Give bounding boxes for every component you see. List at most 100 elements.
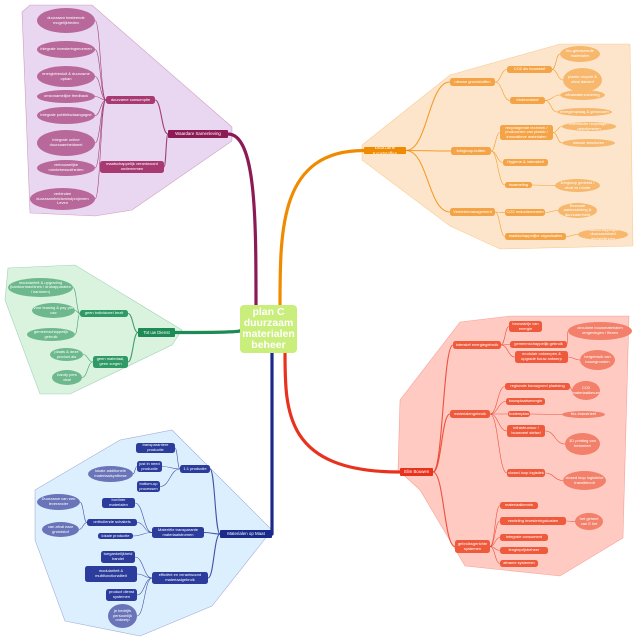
subtopic[interactable]: Verbetermanagement xyxy=(450,208,495,216)
subtopic[interactable]: intensief energiegebruik xyxy=(453,341,501,349)
subtopic[interactable]: maatschappelijk verantwoord ondernemen xyxy=(100,161,164,173)
leaf-topic[interactable]: modulariteit & upgrading (kantoormachine… xyxy=(8,278,73,297)
subtopic[interactable]: integrale consument xyxy=(500,534,548,541)
leaf-topic[interactable]: het geheel van E lint xyxy=(575,513,603,530)
subtopic[interactable]: materiaalkennis xyxy=(500,502,538,509)
subtopic[interactable]: modulariteit & multifunctionaliteit xyxy=(85,566,137,582)
leaf-topic[interactable]: energieopslag & gebouwen xyxy=(557,108,612,116)
subtopic[interactable]: regionale bouwgrond plaatsing xyxy=(505,383,570,390)
subtopic[interactable]: bovliner materialen xyxy=(102,498,135,508)
topic-label: just in need productie xyxy=(139,461,160,471)
leaf-topic[interactable]: bio-industrieel xyxy=(562,411,605,418)
orange-main-topic[interactable]: Duurzame Kunststoffen xyxy=(364,147,406,154)
leaf-topic[interactable]: gemeenschappelijk gebruik xyxy=(27,328,75,341)
subtopic[interactable]: afname systemen xyxy=(500,560,538,567)
subtopic[interactable]: closed loop logistiek xyxy=(507,469,545,477)
red-connector xyxy=(489,505,501,547)
topic-label: 1:1 productie xyxy=(183,465,207,471)
subtopic[interactable]: maatschappelijke organisaties xyxy=(505,233,566,240)
red-connector xyxy=(489,386,506,415)
subtopic[interactable]: biobrandstof xyxy=(510,97,545,104)
subtopic[interactable]: bodemplan xyxy=(508,411,530,417)
subtopic[interactable]: gebruiksgerichte systemen xyxy=(455,540,490,553)
leaf-topic[interactable]: nieuwe structuren xyxy=(562,139,615,147)
leaf-topic[interactable]: energiebesluit & duurzame opkan xyxy=(37,66,95,87)
subtopic[interactable]: Materiële transparante materiaalstromen xyxy=(152,527,204,538)
leaf-topic[interactable]: circulaire bouwmaterialen omgevingen / f… xyxy=(568,322,632,340)
red-connector xyxy=(500,344,516,358)
subtopic[interactable]: bewustzijn van energie xyxy=(509,321,542,332)
leaf-topic[interactable]: plaats & deze product als xyxy=(50,348,83,361)
subtopic[interactable]: modulair ontwerpen & upgrade bouw ontwer… xyxy=(515,351,568,363)
orange-connector xyxy=(405,149,451,213)
subtopic[interactable]: efficiënt en verantwoord materiaalgebrui… xyxy=(152,572,208,584)
subtopic[interactable]: lokale productie xyxy=(98,533,133,539)
leaf-topic[interactable]: Bewuste aanbesteding & duurzaamheid xyxy=(558,203,597,218)
subtopic[interactable]: CO2 reductienormen xyxy=(505,209,545,216)
subtopic[interactable]: inzameling xyxy=(505,182,532,188)
subtopic[interactable]: onthullende schakels xyxy=(87,519,137,526)
subtopic[interactable]: recyclagende techniek / produceren van p… xyxy=(500,125,553,140)
orange-main-connector xyxy=(278,148,366,308)
subtopic[interactable]: bouwplaatsenergie xyxy=(506,398,545,405)
central-topic[interactable]: plan C duurzaam materialen beheer xyxy=(240,305,297,353)
purple-connector xyxy=(163,133,169,168)
leaf-topic[interactable]: closed loop logistieke transitieunit xyxy=(563,471,606,490)
purple-main-topic[interactable]: Waardare Samenleving xyxy=(168,130,228,138)
leaf-topic[interactable]: je bedrijfs persoonlijk ontwerp xyxy=(108,604,137,628)
leaf-topic[interactable]: plastic recycle & afval dakstof xyxy=(563,68,602,92)
leaf-topic[interactable]: integrale publieksdaangagne xyxy=(37,107,95,124)
leaf-topic[interactable]: maatschappelijke duurzaamheid doelstelli… xyxy=(578,229,628,240)
leaf-topic[interactable]: kringloop gedeeld / afval vs ruimte xyxy=(555,179,600,192)
green-main-topic[interactable]: Tot uw Dienst xyxy=(138,328,175,337)
subtopic[interactable]: geen materiaal, geen zorgen xyxy=(93,356,128,368)
leaf-topic[interactable]: voor leasing & pay per use xyxy=(32,303,75,318)
topic-label: intensief energiegebruik xyxy=(455,341,499,347)
subtopic[interactable]: toegankelijkheid handel xyxy=(101,551,135,563)
subtopic[interactable]: verdeling investeringskosten xyxy=(500,517,566,525)
leaf-topic[interactable]: van afval naar grondstof xyxy=(42,522,79,537)
subtopic[interactable]: just in need productie xyxy=(137,461,162,472)
leaf-topic[interactable]: afvalwaterzuivering xyxy=(560,90,605,100)
subtopic[interactable]: infrastructuur / bouwveel stelsel xyxy=(507,425,545,437)
red-main-topic[interactable]: Slim Bouwen xyxy=(400,468,433,476)
leaf-topic[interactable]: verbinden duurzaamheidsmindprojecten Lev… xyxy=(30,188,95,210)
red-connector xyxy=(489,546,501,564)
subtopic[interactable]: bottom-up processen xyxy=(137,481,160,492)
leaf-topic[interactable]: 3D printing van betonnen xyxy=(565,433,600,455)
subtopic[interactable]: 1:1 productie xyxy=(180,465,210,473)
subtopic[interactable]: gemeenschappelijk gebruik xyxy=(510,341,567,348)
leaf-topic[interactable]: verbouwelijke ruimtebewustheden xyxy=(37,160,95,176)
leaf-topic[interactable]: duurzaam besteende mogelijkheden xyxy=(37,8,95,33)
leaf-topic[interactable]: lokale additionele materiaalsynthese xyxy=(88,466,133,482)
orange-connector xyxy=(490,150,506,186)
orange-connector xyxy=(494,81,511,101)
subtopic[interactable]: kringloop-butten xyxy=(451,147,491,155)
topic-label: recyclagende techniek / produceren van p… xyxy=(505,125,548,139)
subtopic[interactable]: geen individueel bezit xyxy=(80,310,128,317)
leaf-topic[interactable]: omzonamelijke feedback xyxy=(37,90,95,103)
subtopic[interactable]: transparantere productie xyxy=(136,443,175,453)
blue-connector xyxy=(132,466,138,475)
subtopic[interactable]: Hygiene & intensiteit xyxy=(503,159,548,166)
leaf-topic[interactable]: Duurzaam van een leverancier xyxy=(37,494,80,510)
subtopic[interactable]: materialengebruik xyxy=(450,410,490,418)
topic-label: het geheel van E lint xyxy=(579,515,599,526)
leaf-topic[interactable]: integrale online duurzaamheidseel xyxy=(37,130,95,156)
leaf-topic[interactable]: hergebruik van bouwgronden xyxy=(580,350,615,370)
subtopic[interactable]: lengteprijsbeheer xyxy=(500,547,548,554)
leaf-topic[interactable]: bio-gebaseerde materialen xyxy=(560,46,600,62)
orange-connector xyxy=(565,234,579,237)
subtopic[interactable]: CO2 als bouwstof xyxy=(507,66,552,73)
leaf-topic[interactable]: integrale investeringsnormen xyxy=(37,41,95,58)
leaf-topic[interactable]: CO2 materiaalkeuze xyxy=(572,381,600,400)
red-connector xyxy=(567,356,581,361)
leaf-topic[interactable]: chemische recyclage / depolymeren xyxy=(562,122,616,131)
blue-connector xyxy=(203,531,221,535)
blue-main-topic[interactable]: Materialen op Maat xyxy=(220,530,272,538)
leaf-topic[interactable]: handy pers deal xyxy=(52,370,82,385)
subtopic[interactable]: nieuwe grondstoffen xyxy=(450,78,495,86)
subtopic[interactable]: product dienst systemen xyxy=(106,589,137,601)
topic-label: 3D printing van betonnen xyxy=(569,438,596,448)
subtopic[interactable]: duurzame consumptie xyxy=(106,96,155,104)
